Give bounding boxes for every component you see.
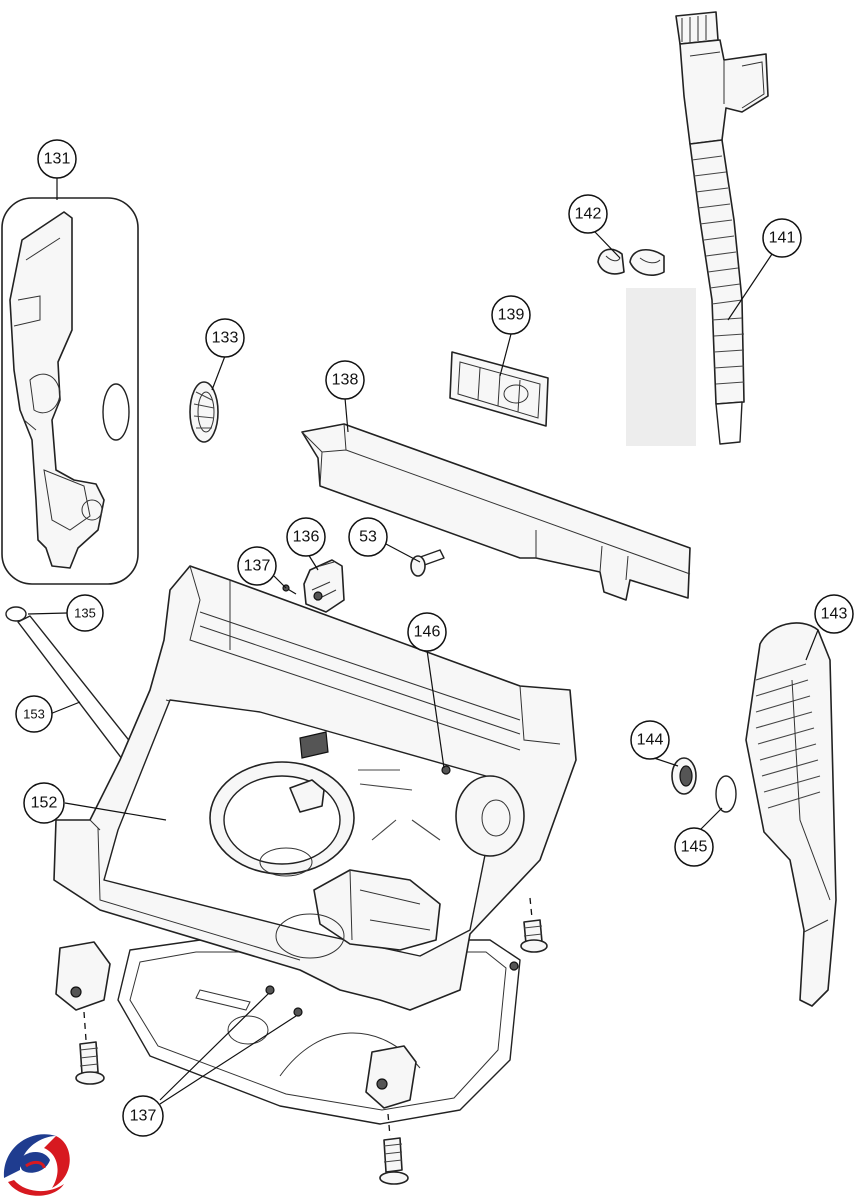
part-136-switch-bracket: [303, 559, 345, 613]
part-131-manifold-assembly: [1, 197, 139, 585]
part-143-side-panel: [745, 622, 837, 1007]
brand-swirl-icon: [3, 1134, 70, 1196]
callout-label-131: 131: [44, 151, 71, 168]
callout-137-top: 137: [237, 546, 277, 586]
callout-141: 141: [762, 218, 802, 258]
callout-135: 135: [66, 594, 104, 632]
callout-label-146: 146: [414, 624, 441, 641]
part-139-filter-plate: [449, 351, 549, 427]
callout-label-139: 139: [498, 307, 525, 324]
callout-136: 136: [286, 517, 326, 557]
tub-base-assembly: [53, 565, 577, 1125]
callout-label-137-top: 137: [244, 558, 271, 575]
leveling-screws: [75, 897, 548, 1185]
leader-lines: [27, 178, 819, 1105]
callout-142: 142: [568, 194, 608, 234]
part-144-145-seal: [671, 757, 737, 813]
gasket-ring: [102, 383, 130, 441]
callout-137-bottom: 137: [122, 1095, 164, 1137]
callout-label-136: 136: [293, 529, 320, 546]
callout-131: 131: [37, 139, 77, 179]
callout-label-133: 133: [212, 330, 239, 347]
callout-label-143: 143: [821, 606, 848, 623]
part-146-screw: [441, 765, 451, 775]
callout-143: 143: [814, 594, 854, 634]
callout-label-145: 145: [681, 839, 708, 856]
callout-label-144: 144: [637, 732, 664, 749]
callout-label-153: 153: [23, 707, 45, 722]
callout-label-53: 53: [359, 529, 377, 546]
part-137-small-screws-bottom: [265, 985, 303, 1017]
callout-146: 146: [407, 612, 447, 652]
callout-label-138: 138: [332, 372, 359, 389]
callout-label-135: 135: [74, 606, 96, 621]
callout-153: 153: [15, 695, 53, 733]
callout-144: 144: [630, 720, 670, 760]
part-133-valve-disc: [189, 381, 219, 443]
part-138-bracket-beam: [301, 423, 691, 601]
callout-label-152: 152: [31, 795, 58, 812]
callout-138: 138: [325, 360, 365, 400]
callout-label-137-bottom: 137: [130, 1108, 157, 1125]
callout-label-142: 142: [575, 206, 602, 223]
callout-139: 139: [491, 295, 531, 335]
callout-label-141: 141: [769, 230, 796, 247]
callout-152: 152: [23, 782, 65, 824]
callout-145: 145: [674, 827, 714, 867]
part-53-screw: [410, 549, 445, 577]
callout-133: 133: [205, 318, 245, 358]
part-142-hose-clips: [597, 248, 665, 276]
assembly-frame: [1, 197, 139, 585]
callout-53: 53: [348, 517, 388, 557]
part-141-fill-hose: [626, 11, 769, 446]
